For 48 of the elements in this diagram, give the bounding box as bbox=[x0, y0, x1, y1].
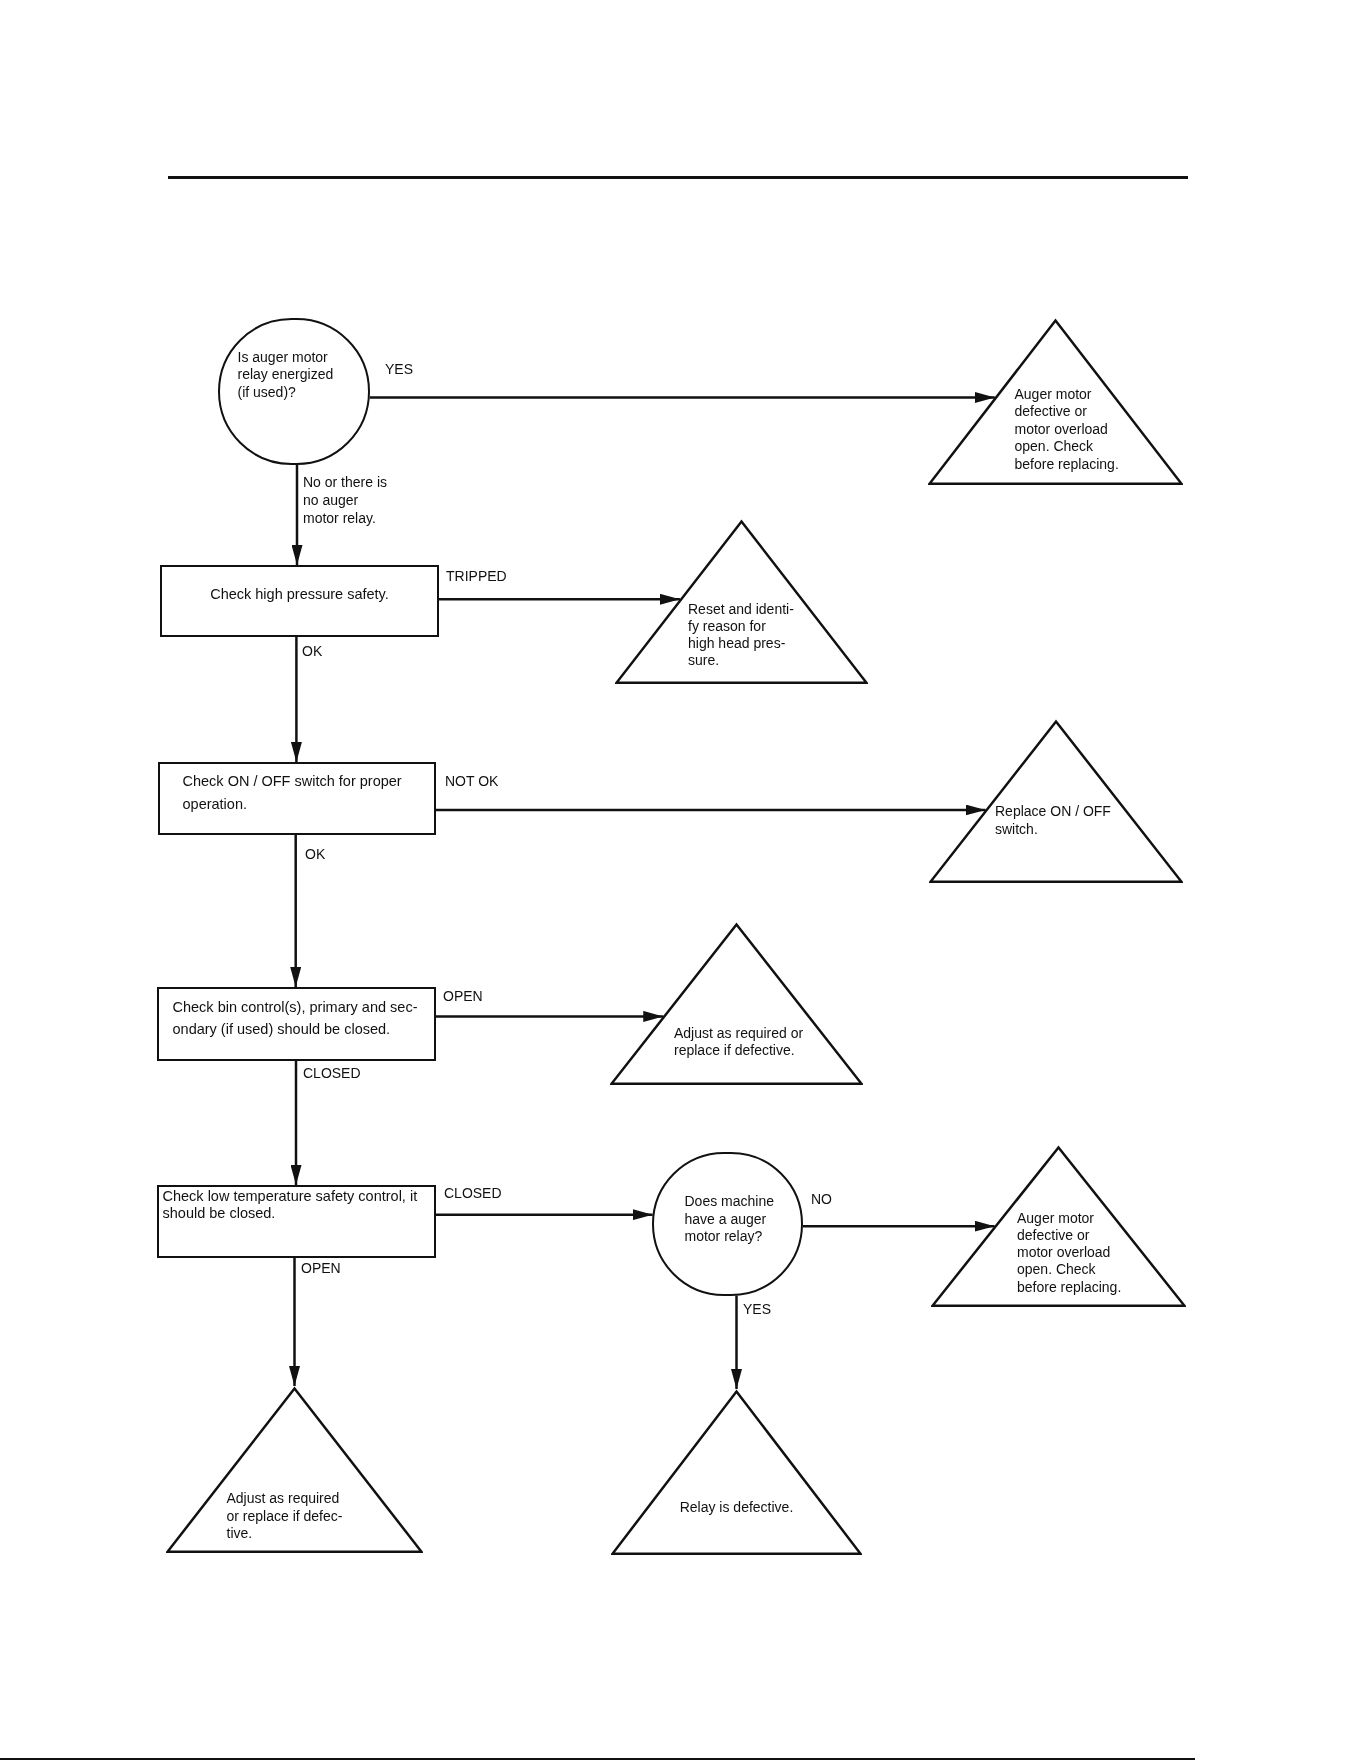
edge-label: OPEN bbox=[301, 1260, 341, 1276]
flow-arrow bbox=[439, 593, 680, 605]
result-text: Auger motor defective or motor overload open. Check before replacing. bbox=[1017, 1209, 1123, 1296]
result-triangle bbox=[929, 719, 1183, 883]
flow-arrow bbox=[290, 1061, 302, 1185]
edge-label: TRIPPED bbox=[446, 568, 507, 584]
result-triangle bbox=[928, 318, 1183, 485]
edge-label: NOT OK bbox=[445, 773, 499, 789]
edge-label: NO bbox=[811, 1191, 832, 1207]
flow-arrow bbox=[291, 464, 303, 565]
edge-label: CLOSED bbox=[444, 1185, 502, 1201]
result-triangle bbox=[931, 1145, 1186, 1307]
edge-label: OPEN bbox=[443, 988, 483, 1004]
flow-arrow bbox=[802, 1220, 995, 1232]
result-text: Adjust as required or replace if defective. bbox=[674, 1024, 805, 1060]
edge-label: OK bbox=[305, 846, 326, 862]
process-box bbox=[157, 987, 436, 1061]
step-text: Check high pressure safety. bbox=[210, 585, 389, 603]
question-text: Does machine have a auger motor relay? bbox=[684, 1193, 775, 1246]
flow-arrow bbox=[436, 804, 986, 816]
process-box bbox=[158, 762, 436, 835]
flow-arrow bbox=[731, 1295, 742, 1389]
step-text: Check ON / OFF switch for proper operation. bbox=[182, 772, 403, 814]
edge-label: YES bbox=[385, 361, 413, 377]
step-text: Check low temperature safety control, it should be closed. bbox=[162, 1187, 419, 1223]
question-text: Is auger motor relay energized (if used)? bbox=[237, 348, 335, 401]
edge-label: No or there is no auger motor relay. bbox=[303, 474, 389, 528]
edge-label: CLOSED bbox=[303, 1065, 361, 1081]
edge-label: YES bbox=[743, 1301, 771, 1317]
flow-arrow bbox=[290, 835, 302, 987]
result-triangle bbox=[166, 1386, 423, 1553]
flow-arrow bbox=[436, 1209, 653, 1221]
step-text: Check bin control(s), primary and sec- ondary (if used) should be closed. bbox=[172, 997, 419, 1039]
flow-arrow bbox=[369, 392, 995, 403]
result-triangle bbox=[610, 922, 863, 1085]
result-triangle bbox=[615, 519, 868, 684]
result-text: Adjust as required or replace if defec- tive. bbox=[226, 1490, 344, 1543]
result-text: Relay is defective. bbox=[679, 1498, 794, 1516]
result-triangle bbox=[611, 1389, 862, 1555]
process-box bbox=[157, 1185, 436, 1258]
flow-arrow bbox=[290, 637, 302, 762]
result-text: Reset and identi- fy reason for high head pres- sure. bbox=[688, 600, 795, 670]
flow-arrow bbox=[436, 1010, 664, 1022]
process-box bbox=[160, 565, 439, 637]
flow-arrow bbox=[289, 1258, 300, 1386]
result-text: Replace ON / OFF switch. bbox=[995, 803, 1112, 839]
result-text: Auger motor defective or motor overload open. Check before replacing. bbox=[1014, 385, 1120, 473]
edge-label: OK bbox=[302, 643, 323, 659]
